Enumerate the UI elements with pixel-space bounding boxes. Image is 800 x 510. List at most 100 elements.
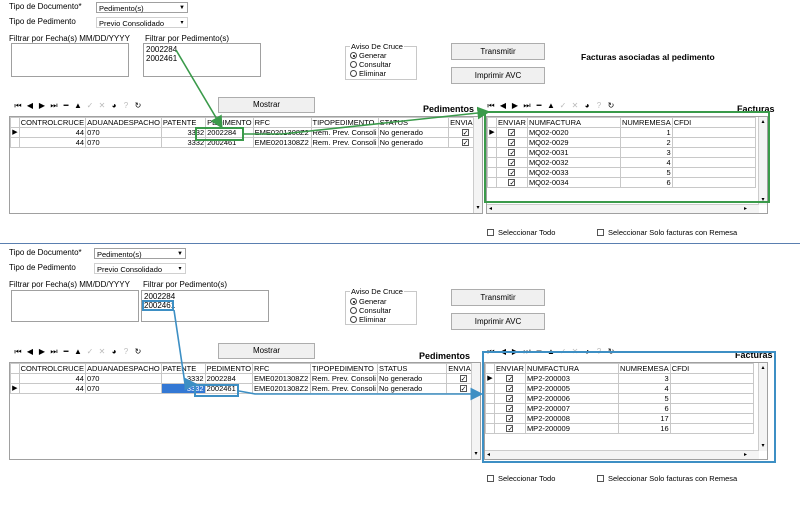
radio-generar[interactable]: Generar xyxy=(350,297,387,306)
enviar-checkbox[interactable]: ✓ xyxy=(508,159,516,167)
enviar-checkbox[interactable]: ✓ xyxy=(506,425,514,433)
cell-control[interactable]: 44 xyxy=(18,137,87,148)
imprimir-avc-button[interactable]: Imprimir AVC xyxy=(451,67,545,84)
scroll-down-icon[interactable]: ▾ xyxy=(474,451,478,457)
scroll-right-icon[interactable]: ▸ xyxy=(743,452,747,458)
seleccionar-todo-checkbox[interactable]: Seleccionar Todo xyxy=(487,228,555,237)
seleccionar-remesa-checkbox[interactable]: Seleccionar Solo facturas con Remesa xyxy=(597,228,737,237)
facturas-grid[interactable]: ENVIAR NUMFACTURA NUMREMESA CFDI ▶✓MQ02-… xyxy=(486,116,768,214)
enviar-checkbox[interactable]: ✓ xyxy=(459,375,467,383)
cell-cfdi[interactable] xyxy=(671,177,756,188)
next-record-icon[interactable]: ▶ xyxy=(511,101,519,110)
enviar-checkbox[interactable]: ✓ xyxy=(508,179,516,187)
seleccionar-todo-checkbox[interactable]: Seleccionar Todo xyxy=(487,474,555,483)
horizontal-scrollbar[interactable]: ◂▸ xyxy=(487,204,759,213)
transmitir-button[interactable]: Transmitir xyxy=(451,289,545,306)
enviar-checkbox[interactable]: ✓ xyxy=(506,415,514,423)
delete-record-icon[interactable]: ━ xyxy=(536,101,542,110)
vertical-scrollbar[interactable]: ▴▾ xyxy=(758,363,767,451)
enviar-checkbox[interactable]: ✓ xyxy=(508,169,516,177)
save-icon[interactable]: ◕ xyxy=(111,347,117,356)
seleccionar-remesa-checkbox[interactable]: Seleccionar Solo facturas con Remesa xyxy=(597,474,737,483)
mostrar-button[interactable]: Mostrar xyxy=(218,343,315,359)
radio-consultar[interactable]: Consultar xyxy=(350,60,391,69)
scroll-down-icon[interactable]: ▾ xyxy=(476,205,480,211)
last-record-icon[interactable]: ⏭ xyxy=(523,101,531,110)
enviar-checkbox[interactable]: ✓ xyxy=(461,129,469,137)
scroll-right-icon[interactable]: ▸ xyxy=(743,206,747,212)
pedimentos-nav-toolbar: ⏮◀▶⏭━▲✓✕◕?↻ xyxy=(12,347,144,357)
radio-generar[interactable]: Generar xyxy=(350,51,387,60)
refresh-icon[interactable]: ↻ xyxy=(134,347,142,356)
table-row[interactable]: 44 070 3332 2002461 EME0201308Z2 Rem. Pr… xyxy=(10,137,482,148)
horizontal-scrollbar[interactable]: ◂▸ xyxy=(485,450,759,459)
tipo-documento-label: Tipo de Documento* xyxy=(9,248,82,257)
prev-record-icon[interactable]: ◀ xyxy=(26,101,34,110)
delete-record-icon[interactable]: ━ xyxy=(63,101,69,110)
insert-record-icon[interactable]: ▲ xyxy=(74,347,82,356)
cell-control[interactable]: 44 xyxy=(18,383,86,394)
imprimir-avc-button[interactable]: Imprimir AVC xyxy=(451,313,545,330)
enviar-checkbox[interactable]: ✓ xyxy=(508,149,516,157)
enviar-checkbox[interactable]: ✓ xyxy=(459,385,467,393)
enviar-checkbox[interactable]: ✓ xyxy=(506,395,514,403)
scroll-left-icon[interactable]: ◂ xyxy=(487,452,491,458)
scroll-up-icon[interactable]: ▴ xyxy=(761,365,765,371)
next-record-icon[interactable]: ▶ xyxy=(38,101,46,110)
insert-record-icon[interactable]: ▲ xyxy=(547,101,555,110)
prev-record-icon[interactable]: ◀ xyxy=(26,347,34,356)
radio-eliminar[interactable]: Eliminar xyxy=(350,69,386,78)
mostrar-button[interactable]: Mostrar xyxy=(218,97,315,113)
scroll-left-icon[interactable]: ◂ xyxy=(489,206,493,212)
table-row-selected[interactable]: ▶ 44 070 3332 2002461 EME0201308Z2 Rem. … xyxy=(10,383,480,394)
tipo-documento-select[interactable]: Pedimento(s) ▼ xyxy=(94,248,186,259)
next-record-icon[interactable]: ▶ xyxy=(38,347,46,356)
refresh-icon[interactable]: ↻ xyxy=(134,101,142,110)
cell-aduana[interactable]: 070 xyxy=(84,383,162,394)
delete-record-icon[interactable]: ━ xyxy=(63,347,69,356)
save-icon[interactable]: ◕ xyxy=(584,101,590,110)
pedimentos-grid[interactable]: CONTROLCRUCE ADUANADESPACHO PATENTE PEDI… xyxy=(9,116,483,214)
pedimento-filter-input[interactable]: 2002284 2002461 xyxy=(141,290,269,322)
scroll-down-icon[interactable]: ▾ xyxy=(761,197,765,203)
prev-record-icon[interactable]: ◀ xyxy=(499,101,507,110)
cell-tipo[interactable]: Rem. Prev. Consoli xyxy=(310,137,379,148)
enviar-checkbox[interactable]: ✓ xyxy=(508,139,516,147)
cell-pedimento[interactable]: 2002461 xyxy=(205,137,254,148)
pedimento-filter-input[interactable]: 2002284 2002461 xyxy=(143,43,261,77)
insert-record-icon[interactable]: ▲ xyxy=(74,101,82,110)
tipo-pedimento-select[interactable]: Previo Consolidado ▾ xyxy=(96,17,188,28)
scroll-down-icon[interactable]: ▾ xyxy=(761,443,765,449)
radio-consultar[interactable]: Consultar xyxy=(350,306,391,315)
first-record-icon[interactable]: ⏮ xyxy=(14,101,22,110)
cell-status[interactable]: No generado xyxy=(376,383,448,394)
enviar-checkbox[interactable]: ✓ xyxy=(508,129,516,137)
fecha-filter-input[interactable] xyxy=(11,290,139,322)
first-record-icon[interactable]: ⏮ xyxy=(14,347,22,356)
pedimentos-grid[interactable]: CONTROLCRUCE ADUANADESPACHO PATENTE PEDI… xyxy=(9,362,481,460)
enviar-checkbox[interactable]: ✓ xyxy=(506,375,514,383)
vertical-scrollbar[interactable]: ▴▾ xyxy=(758,117,767,205)
enviar-checkbox[interactable]: ✓ xyxy=(506,405,514,413)
vertical-scrollbar[interactable]: ▾ xyxy=(471,363,480,459)
cell-numfactura[interactable]: MQ02-0034 xyxy=(526,177,621,188)
radio-eliminar[interactable]: Eliminar xyxy=(350,315,386,324)
tipo-documento-select[interactable]: Pedimento(s) ▼ xyxy=(96,2,188,13)
facturas-grid[interactable]: ENVIAR NUMFACTURA NUMREMESA CFDI ▶✓MP2-2… xyxy=(484,362,768,460)
scroll-up-icon[interactable]: ▴ xyxy=(761,119,765,125)
refresh-icon[interactable]: ↻ xyxy=(607,101,615,110)
first-record-icon[interactable]: ⏮ xyxy=(487,101,495,110)
enviar-checkbox[interactable]: ✓ xyxy=(506,385,514,393)
save-icon[interactable]: ◕ xyxy=(111,101,117,110)
last-record-icon[interactable]: ⏭ xyxy=(50,101,58,110)
tipo-pedimento-select[interactable]: Previo Consolidado ▾ xyxy=(94,263,186,274)
cell-numfactura[interactable]: MP2-200009 xyxy=(524,423,619,434)
last-record-icon[interactable]: ⏭ xyxy=(50,347,58,356)
vertical-scrollbar[interactable]: ▾ xyxy=(473,117,482,213)
fecha-filter-input[interactable] xyxy=(11,43,129,77)
cell-cfdi[interactable] xyxy=(669,423,754,434)
transmitir-button[interactable]: Transmitir xyxy=(451,43,545,60)
enviar-checkbox[interactable]: ✓ xyxy=(461,139,469,147)
